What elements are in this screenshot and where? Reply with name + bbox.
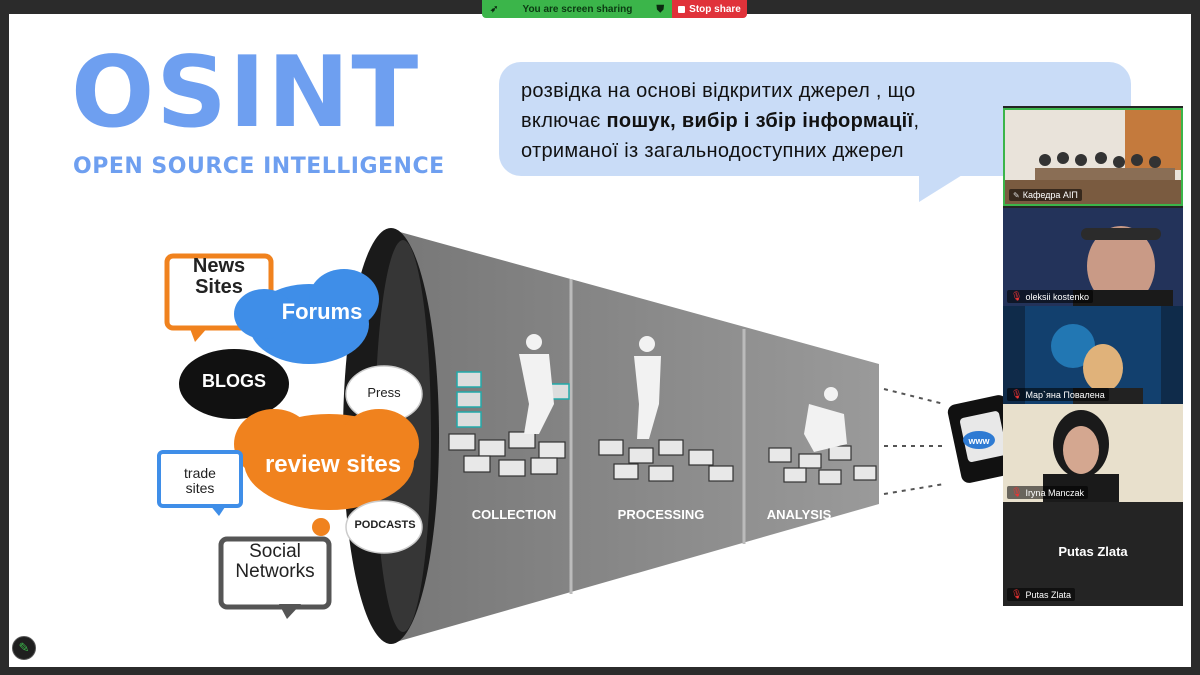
participant-display-name: Putas Zlata <box>1058 544 1128 559</box>
participant-label-5: 🎙Putas Zlata <box>1007 588 1075 601</box>
definition-line-2: включає пошук, вибір і збір інформації, <box>521 110 920 132</box>
participant-tile-1[interactable]: ✎Кафедра АІП <box>1003 108 1183 206</box>
participant-tile-5[interactable]: Putas Zlata 🎙Putas Zlata <box>1003 504 1183 604</box>
blogs-cloud <box>179 349 289 419</box>
output-lines <box>883 388 945 495</box>
definition-bold: пошук, вибір і збір інформації <box>606 110 914 132</box>
definition-line-3: отриманої із загальнодоступних джерел <box>521 140 904 162</box>
source-forums: Forums <box>281 299 363 324</box>
source-social: Social Networks <box>235 541 315 582</box>
stop-share-button[interactable]: Stop share <box>672 0 747 18</box>
social-bubble <box>218 536 332 610</box>
www-monitor <box>947 395 1021 483</box>
source-press: Press <box>367 385 401 400</box>
pencil-icon: ✎ <box>18 640 30 655</box>
mic-off-icon: 🎙 <box>1011 291 1023 301</box>
shield-icon: ⛊ <box>656 3 665 15</box>
www-label: www <box>967 436 990 446</box>
stop-share-label: Stop share <box>689 3 741 15</box>
osint-funnel-diagram: COLLECTION PROCESSING ANALYSIS www <box>157 228 1021 644</box>
stage-analysis: ANALYSIS <box>767 507 832 522</box>
definition-line-1: розвідка на основі відкритих джерел , що <box>521 80 916 102</box>
bubble-tail <box>919 172 967 202</box>
participant-label-1: ✎Кафедра АІП <box>1009 189 1082 201</box>
pin-icon: ✎ <box>1013 190 1020 200</box>
mic-off-icon: 🎙 <box>1011 389 1023 399</box>
stop-icon <box>678 5 686 13</box>
participants-panel: ✎Кафедра АІП 🎙oleksii kostenko 🎙Мар`яна … <box>1003 106 1183 606</box>
source-trade: trade sites <box>184 465 216 496</box>
podcasts-cloud <box>345 500 423 554</box>
participant-tile-4[interactable]: 🎙Iryna Manczak <box>1003 404 1183 502</box>
source-review: review sites <box>264 451 402 478</box>
source-podcasts: PODCASTS <box>354 519 416 531</box>
share-icon: ➶ <box>490 3 499 15</box>
source-news: News Sites <box>192 255 246 298</box>
source-blogs: BLOGS <box>201 371 266 391</box>
participant-tile-3[interactable]: 🎙Мар`яна Повалена <box>1003 306 1183 404</box>
worker-figures <box>519 334 847 452</box>
screen-share-bar: ➶ You are screen sharing ⛊ Stop share <box>482 0 747 18</box>
stage-processing: PROCESSING <box>618 507 705 522</box>
annotate-pencil-button[interactable]: ✎ <box>12 636 36 660</box>
participant-label-2: 🎙oleksii kostenko <box>1007 290 1093 303</box>
mic-off-icon: 🎙 <box>1011 589 1023 599</box>
stage-collection: COLLECTION <box>472 507 557 522</box>
person-video <box>1003 208 1183 306</box>
share-status-text: You are screen sharing <box>522 3 633 15</box>
slide-subtitle: OPEN SOURCE INTELLIGENCE <box>73 154 445 179</box>
slide-title: OSINT <box>71 36 421 150</box>
participant-label-3: 🎙Мар`яна Повалена <box>1007 388 1109 401</box>
share-status: ➶ You are screen sharing ⛊ <box>482 0 672 18</box>
participant-tile-2[interactable]: 🎙oleksii kostenko <box>1003 208 1183 306</box>
envelope-piles <box>448 431 877 485</box>
person-video <box>1003 404 1183 502</box>
funnel-body <box>389 229 879 644</box>
trade-bubble <box>157 450 243 508</box>
shared-slide: OSINT OPEN SOURCE INTELLIGENCE розвідка … <box>9 14 1191 667</box>
mic-off-icon: 🎙 <box>1011 487 1023 497</box>
participant-label-4: 🎙Iryna Manczak <box>1007 486 1088 499</box>
